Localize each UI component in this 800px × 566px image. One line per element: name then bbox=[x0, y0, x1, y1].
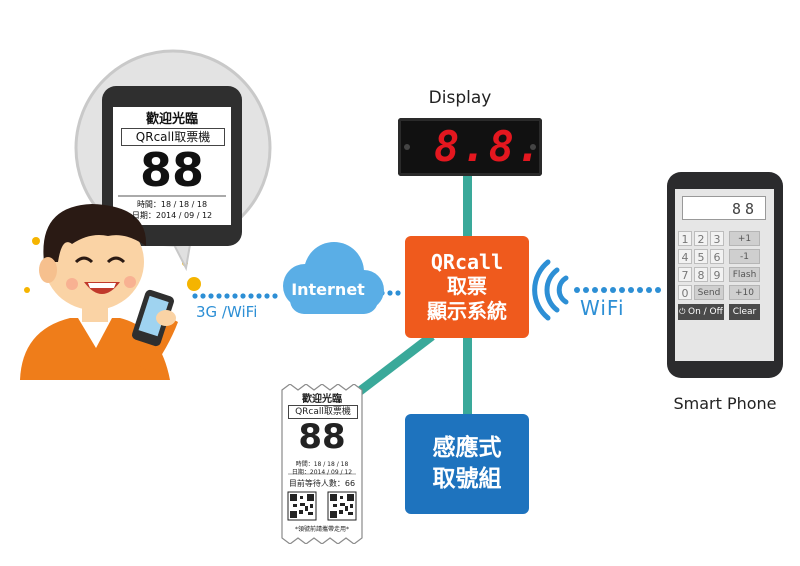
led-display: 8.8. bbox=[398, 118, 542, 176]
bubble-title: QRcall取票機 bbox=[121, 128, 225, 146]
key-0[interactable]: 0 bbox=[678, 285, 692, 300]
qrcall-system-line2: 顯示系統 bbox=[427, 299, 507, 323]
plus-one-button[interactable]: +1 bbox=[729, 231, 760, 246]
smart-phone-label: Smart Phone bbox=[673, 394, 777, 413]
key-6[interactable]: 6 bbox=[710, 249, 724, 264]
qrcall-system-box: QRcall 取票 顯示系統 bbox=[405, 236, 529, 338]
bubble-date: 日期：2014 / 09 / 12 bbox=[131, 211, 213, 220]
dotted-link-wifi-phone bbox=[574, 287, 661, 293]
on-off-button[interactable]: ⏻ On / Off bbox=[678, 304, 724, 320]
ticket-welcome: 歡迎光臨 bbox=[302, 394, 342, 405]
bubble-welcome: 歡迎光臨 bbox=[145, 112, 198, 127]
key-2[interactable]: 2 bbox=[694, 231, 708, 246]
proximity-module-box: 感應式 取號組 bbox=[405, 414, 529, 514]
cloud-icon bbox=[283, 242, 384, 314]
qr-code-right bbox=[327, 491, 357, 521]
ticket-waiting: 目前等待人數：66 bbox=[288, 479, 356, 488]
key-7[interactable]: 7 bbox=[678, 267, 692, 282]
qrcall-system-line1: 取票 bbox=[447, 274, 487, 298]
ticket-number: 88 bbox=[298, 417, 346, 457]
wifi-label: WiFi bbox=[580, 296, 625, 320]
key-9[interactable]: 9 bbox=[710, 267, 724, 282]
display-label: Display bbox=[428, 88, 492, 108]
ticket-time: 時間：18 / 18 / 18 bbox=[295, 461, 349, 468]
clear-button[interactable]: Clear bbox=[729, 304, 760, 320]
phone-number-display: 88 bbox=[682, 196, 766, 220]
plus-ten-button[interactable]: +10 bbox=[729, 285, 760, 300]
module-line2: 取號組 bbox=[432, 466, 502, 492]
printed-ticket: 歡迎光臨 QRcall取票機 88 時間：18 / 18 / 18 日期：201… bbox=[280, 384, 364, 544]
on-off-label: On / Off bbox=[688, 307, 723, 317]
ticket-title: QRcall取票機 bbox=[288, 405, 358, 419]
dotted-links bbox=[192, 287, 661, 299]
power-icon: ⏻ bbox=[679, 307, 689, 316]
module-line1: 感應式 bbox=[432, 435, 502, 461]
minus-one-button[interactable]: -1 bbox=[729, 249, 760, 264]
mobile-network-label: 3G /WiFi bbox=[196, 303, 258, 321]
flash-button[interactable]: Flash bbox=[729, 267, 760, 282]
key-8[interactable]: 8 bbox=[694, 267, 708, 282]
dotted-link-person-cloud bbox=[192, 293, 278, 299]
key-4[interactable]: 4 bbox=[678, 249, 692, 264]
line-system-to-module bbox=[463, 336, 472, 416]
led-screw bbox=[404, 144, 410, 150]
bubble-number: 88 bbox=[139, 143, 204, 197]
led-digits: 8.8. bbox=[434, 122, 544, 171]
qr-code-left bbox=[287, 491, 317, 521]
ticket-footer: *領號前請攜帶走用* bbox=[294, 526, 349, 533]
send-button[interactable]: Send bbox=[694, 285, 724, 300]
wifi-signal-icon bbox=[532, 259, 569, 321]
person-illustration bbox=[20, 204, 178, 380]
internet-label: Internet bbox=[291, 280, 365, 299]
key-1[interactable]: 1 bbox=[678, 231, 692, 246]
bubble-time: 時間：18 / 18 / 18 bbox=[136, 200, 208, 209]
connector-lines bbox=[353, 176, 472, 416]
line-system-to-ticket bbox=[353, 332, 435, 398]
qrcall-system-title: QRcall bbox=[430, 250, 504, 274]
bubble-phone bbox=[102, 86, 242, 246]
key-5[interactable]: 5 bbox=[694, 249, 708, 264]
key-3[interactable]: 3 bbox=[710, 231, 724, 246]
line-display-to-system bbox=[463, 176, 472, 238]
ticket-date: 日期：2014 / 09 / 12 bbox=[291, 469, 353, 476]
led-screw bbox=[530, 144, 536, 150]
ticket-paper bbox=[281, 384, 363, 544]
